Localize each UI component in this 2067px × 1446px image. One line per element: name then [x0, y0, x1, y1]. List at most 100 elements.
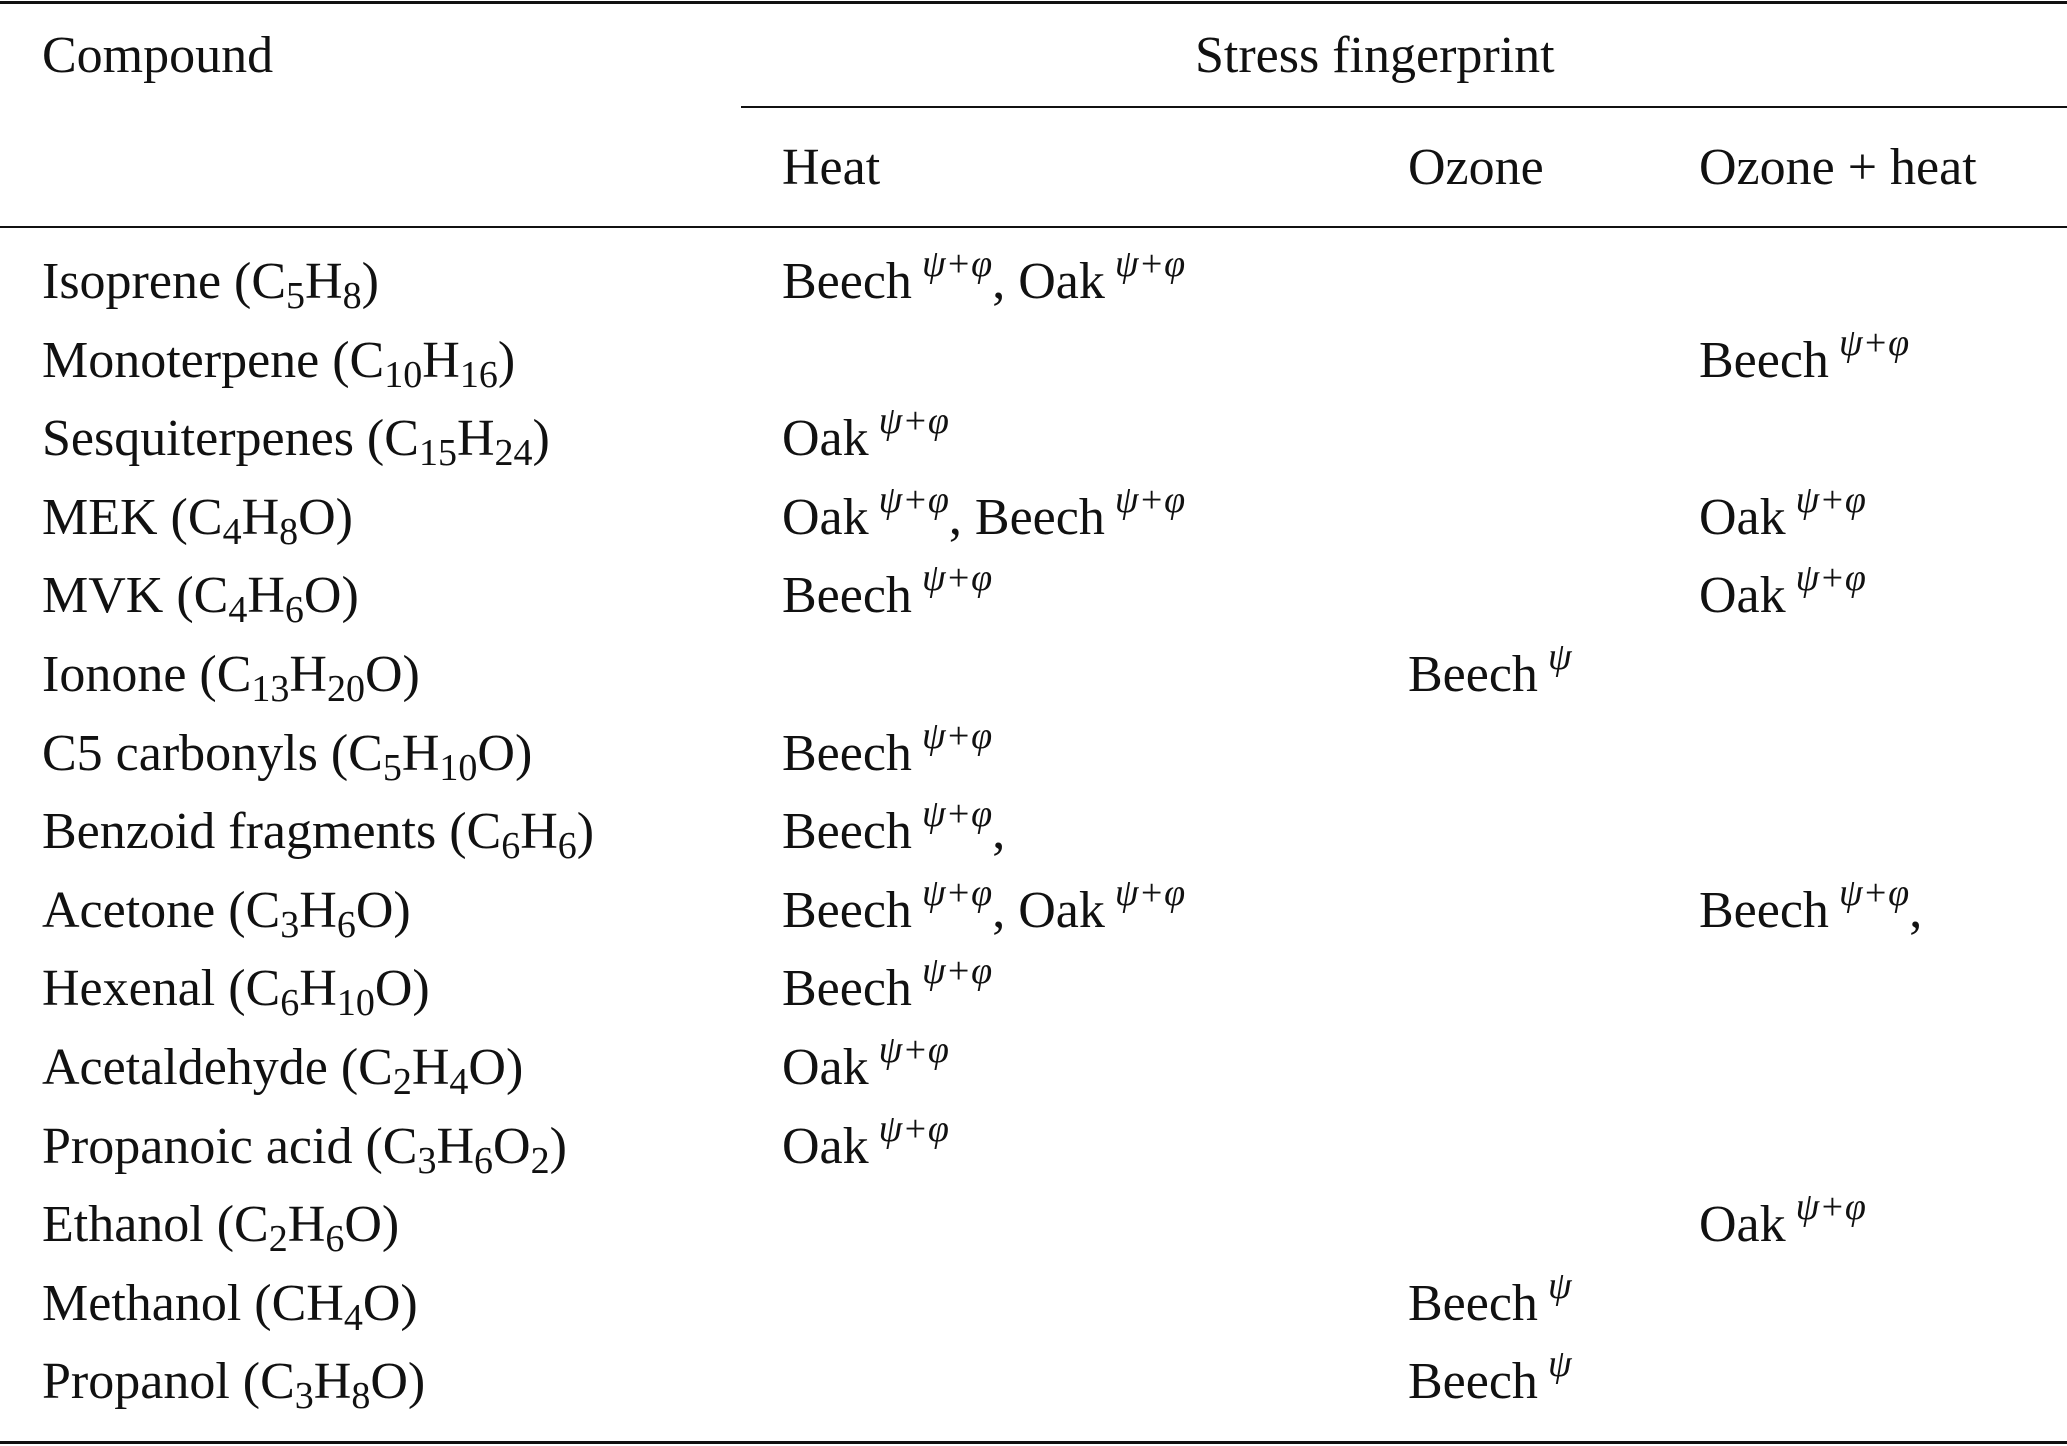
- compound-text: Acetaldehyde (C: [42, 1039, 393, 1096]
- tree-species: Beech: [782, 881, 912, 939]
- compound-text: H: [289, 646, 327, 703]
- tree-species: Beech: [1408, 1274, 1538, 1332]
- compound-text: H: [520, 803, 558, 861]
- compound-text: H: [401, 724, 440, 782]
- group-rule: [741, 106, 2067, 108]
- compound-cell: Propanoic acid (C3H6O2): [42, 1117, 567, 1180]
- formula-subscript: 5: [286, 275, 306, 317]
- compound-text: H: [287, 1196, 326, 1254]
- compound-text: ): [576, 803, 595, 861]
- tree-species: Beech: [782, 567, 912, 625]
- formula-subscript: 10: [439, 746, 478, 789]
- formula-subscript: 24: [494, 432, 533, 475]
- formula-subscript: 4: [222, 510, 242, 553]
- compound-cell: Acetone (C3H6O): [42, 881, 411, 944]
- compound-cell: Hexenal (C6H10O): [42, 959, 430, 1022]
- formula-subscript: 2: [392, 1061, 412, 1103]
- compound-text: H: [436, 1117, 475, 1175]
- tree-species: Oak: [782, 410, 869, 468]
- tree-species: Beech: [782, 960, 912, 1018]
- tree-species: Beech: [782, 253, 912, 310]
- tree-species: Oak: [1699, 567, 1786, 625]
- header-rule: [0, 226, 2067, 228]
- compound-text: Methanol (CH: [42, 1274, 344, 1332]
- compound-text: Acetone (C: [42, 881, 281, 939]
- formula-subscript: 8: [351, 1375, 371, 1418]
- compound-text: ): [549, 1117, 567, 1175]
- header-ozone: Ozone: [1408, 139, 1544, 196]
- formula-subscript: 13: [251, 668, 290, 710]
- compound-text: Monoterpene (C: [42, 331, 385, 389]
- compound-text: Benzoid fragments (C: [42, 803, 502, 861]
- compound-text: O): [364, 646, 420, 703]
- compound-cell: Propanol (C3H8O): [42, 1352, 425, 1415]
- tree-species: Oak: [782, 1039, 869, 1096]
- compound-text: O: [493, 1117, 531, 1175]
- compound-text: H: [241, 488, 280, 546]
- compound-text: O): [344, 1196, 400, 1254]
- significance-marker: ψ+φ: [1838, 321, 1910, 364]
- formula-subscript: 6: [474, 1139, 494, 1182]
- formula-subscript: 3: [280, 903, 300, 946]
- formula-subscript: 5: [382, 746, 402, 789]
- header-ozone-heat: Ozone + heat: [1699, 139, 1977, 196]
- compound-text: O): [355, 881, 411, 939]
- formula-subscript: 8: [279, 510, 299, 553]
- compound-text: H: [299, 960, 337, 1018]
- formula-subscript: 20: [326, 668, 365, 710]
- formula-subscript: 6: [284, 589, 304, 632]
- formula-subscript: 6: [280, 982, 300, 1025]
- separator: ,: [1909, 881, 1923, 939]
- tree-species: Beech: [1408, 1353, 1538, 1411]
- formula-subscript: 4: [343, 1296, 363, 1339]
- compound-text: H: [305, 253, 343, 310]
- separator: ,: [948, 488, 975, 546]
- significance-marker: ψ+φ: [921, 243, 993, 285]
- formula-subscript: 6: [336, 903, 356, 946]
- compound-text: H: [247, 567, 285, 625]
- compound-text: Hexenal (C: [42, 960, 281, 1018]
- compound-cell: MEK (C4H8O): [42, 488, 353, 551]
- compound-cell: C5 carbonyls (C5H10O): [42, 724, 532, 787]
- compound-text: Propanoic acid (C: [42, 1117, 418, 1175]
- formula-subscript: 3: [294, 1375, 314, 1418]
- compound-text: H: [299, 881, 337, 939]
- formula-subscript: 4: [228, 589, 248, 632]
- significance-marker: ψ+φ: [1114, 478, 1186, 521]
- tree-species: Beech: [782, 803, 912, 861]
- formula-subscript: 8: [342, 275, 362, 317]
- significance-marker: ψ+φ: [1795, 1186, 1866, 1229]
- tree-species: Oak: [782, 488, 869, 546]
- compound-text: H: [456, 410, 495, 468]
- formula-subscript: 2: [530, 1139, 550, 1182]
- compound-text: C5 carbonyls (C: [42, 724, 383, 782]
- bottom-rule: [0, 1441, 2067, 1444]
- formula-subscript: 6: [557, 825, 577, 868]
- significance-marker: ψ+φ: [878, 400, 949, 443]
- significance-marker: ψ+φ: [921, 950, 993, 993]
- compound-text: O): [303, 567, 359, 625]
- compound-cell: Methanol (CH4O): [42, 1274, 418, 1337]
- significance-marker: ψ+φ: [878, 1107, 949, 1150]
- significance-marker: ψ+φ: [921, 871, 993, 914]
